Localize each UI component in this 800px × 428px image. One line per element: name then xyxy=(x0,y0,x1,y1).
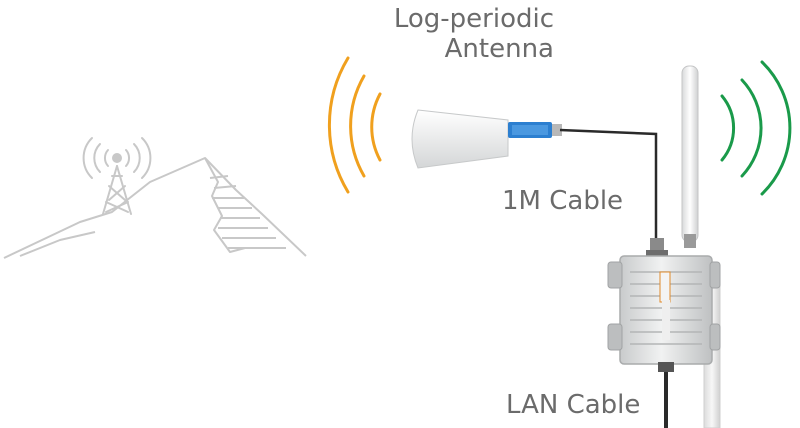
outgoing-signal-waves xyxy=(720,60,792,196)
log-periodic-antenna xyxy=(411,109,562,169)
incoming-signal-waves xyxy=(327,56,382,194)
antenna-label: Log-periodic Antenna xyxy=(346,4,554,64)
outdoor-enclosure xyxy=(607,238,721,372)
antenna-label-line1: Log-periodic xyxy=(393,4,554,34)
antenna-label-line2: Antenna xyxy=(444,34,554,64)
cell-tower-icon xyxy=(82,137,152,215)
omni-antenna xyxy=(681,65,699,248)
cable-1m xyxy=(559,128,658,238)
cable-1m-label: 1M Cable xyxy=(502,186,624,216)
mountain-icon xyxy=(3,157,307,259)
cable-lan-label: LAN Cable xyxy=(506,390,641,420)
